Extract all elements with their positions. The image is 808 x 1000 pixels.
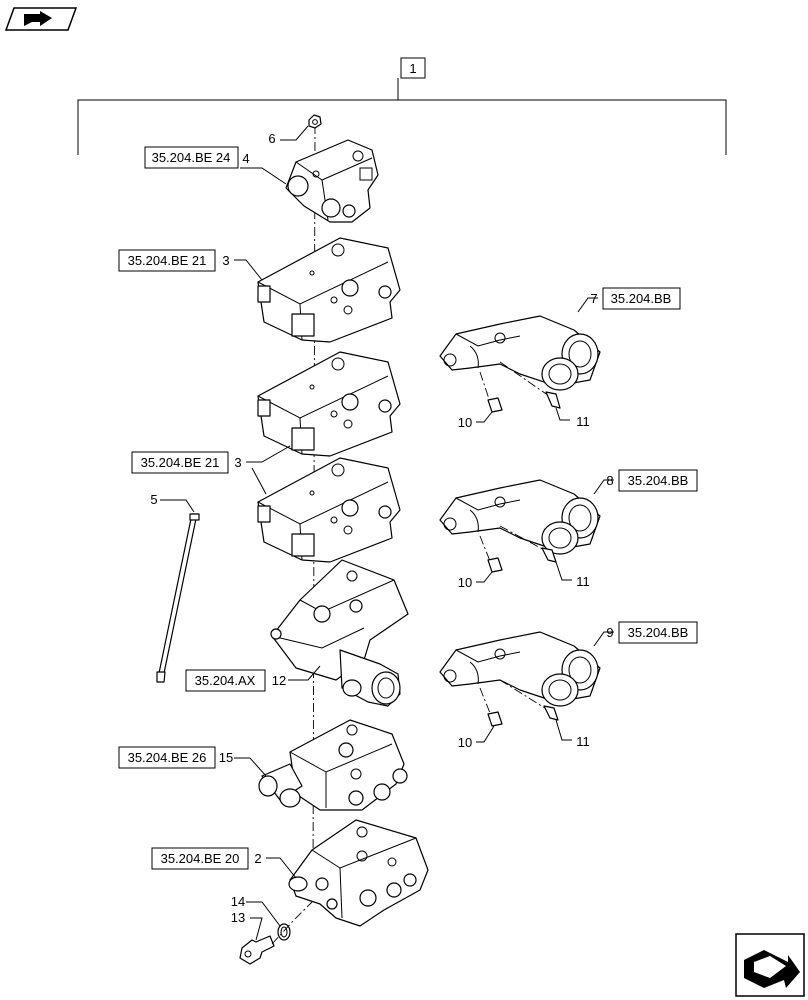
bolt-axis-8a [479, 535, 493, 567]
coupler-part-9 [439, 631, 601, 707]
callout-3-top: 3 [222, 253, 229, 268]
callout-10-middle: 10 [458, 575, 472, 590]
ref-label: 35.204.BB [628, 625, 689, 640]
bolt-axis-9b [499, 679, 549, 711]
plug-part-13 [239, 935, 275, 965]
ref-link-be20[interactable]: 35.204.BE 20 [151, 847, 249, 870]
ref-link-be24[interactable]: 35.204.BE 24 [144, 146, 239, 169]
callout-7: 7 [590, 291, 597, 306]
callout-6: 6 [268, 131, 275, 146]
end-section-part-2 [288, 819, 429, 927]
bolt-part-11-top [545, 391, 561, 409]
valve-section-part-3-middle [257, 351, 401, 457]
callout-3-lower: 3 [234, 455, 241, 470]
callout-9: 9 [606, 625, 613, 640]
ref-link-bb-7[interactable]: 35.204.BB [602, 287, 681, 310]
ref-label: 35.204.BB [611, 291, 672, 306]
callout-numbers: 6 4 3 3 5 12 15 2 14 13 7 8 9 10 11 10 1… [150, 131, 613, 925]
back-arrow-icon[interactable] [4, 7, 78, 31]
ref-link-be21-lower[interactable]: 35.204.BE 21 [131, 451, 229, 474]
callout-11-bottom: 11 [576, 734, 590, 749]
ref-link-bb-9[interactable]: 35.204.BB [618, 621, 698, 644]
callout-12: 12 [272, 673, 286, 688]
bolt-axis-9a [479, 687, 493, 719]
coupler-part-7 [439, 315, 601, 391]
valve-section-part-12 [270, 559, 409, 707]
tie-rod-part-5 [156, 513, 200, 683]
valve-section-part-3-top [257, 237, 401, 343]
nut-part-6 [308, 114, 322, 129]
ref-label: 35.204.AX [195, 673, 256, 688]
callout-14: 14 [231, 894, 245, 909]
callout-11-top: 11 [576, 414, 590, 429]
callout-15: 15 [219, 750, 233, 765]
ref-label: 35.204.BB [628, 473, 689, 488]
callout-10-bottom: 10 [458, 735, 472, 750]
bolt-part-11-bottom [543, 705, 559, 721]
ref-link-ax[interactable]: 35.204.AX [185, 669, 266, 692]
ref-link-bb-8[interactable]: 35.204.BB [618, 469, 698, 492]
ref-label: 35.204.BE 21 [141, 455, 220, 470]
ref-label: 35.204.BE 20 [161, 851, 240, 866]
valve-section-part-15 [258, 719, 408, 811]
bolt-axis-7b [499, 361, 553, 399]
bolt-part-10-middle [487, 557, 503, 573]
coupler-part-8 [439, 479, 601, 555]
callout-10-top: 10 [458, 415, 472, 430]
cover-block-part-4 [285, 139, 379, 223]
callout-2: 2 [254, 851, 261, 866]
callout-4: 4 [242, 151, 249, 166]
callout-13: 13 [231, 910, 245, 925]
valve-section-part-3-lower [257, 457, 401, 563]
ref-link-be26[interactable]: 35.204.BE 26 [118, 746, 216, 769]
assembly-callout: 1 [409, 61, 416, 76]
bolt-part-10-bottom [487, 711, 503, 727]
callout-8: 8 [606, 473, 613, 488]
bolt-axis-7a [479, 371, 493, 409]
ref-label: 35.204.BE 24 [152, 150, 231, 165]
ref-label: 35.204.BE 21 [128, 253, 207, 268]
next-page-arrow-icon[interactable] [735, 933, 805, 997]
bolt-part-10-top [487, 397, 503, 413]
leader-lines [160, 125, 614, 941]
ref-label: 35.204.BE 26 [128, 750, 207, 765]
callout-11-middle: 11 [576, 574, 590, 589]
ref-link-be21-top[interactable]: 35.204.BE 21 [118, 249, 216, 272]
assembly-bracket: 1 [77, 57, 727, 155]
callout-5: 5 [150, 492, 157, 507]
